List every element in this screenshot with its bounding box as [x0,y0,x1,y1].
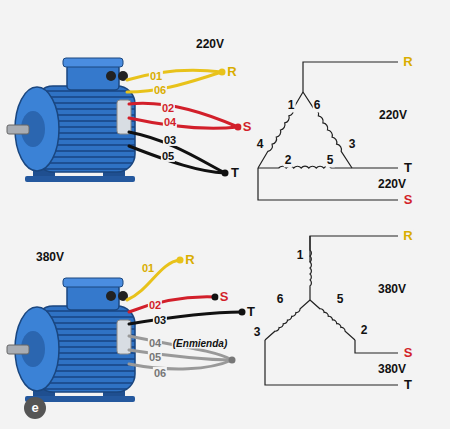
wire-number: 03 [163,134,177,146]
coil-number: 2 [284,154,293,167]
voltage-label: 380V [377,283,407,296]
coil-number: 2 [360,324,369,337]
coil-number: 6 [276,293,285,306]
voltage-label: 220V [378,109,408,122]
phase-label: R [402,229,413,243]
voltage-label: 220V [195,38,225,51]
phase-label: T [246,305,256,319]
phase-label: S [403,346,414,360]
coil-number: 1 [296,249,305,262]
coil-winding [258,92,303,168]
wire-number: 04 [148,337,162,349]
wire-number: 06 [153,367,167,379]
coil-number: 1 [287,99,296,112]
phase-label: S [242,120,253,134]
phase-label: T [403,161,413,175]
coil-winding [258,166,352,168]
phase-label: T [403,378,413,392]
coil-number: 3 [253,326,262,339]
coil-number: 4 [256,138,265,151]
coil-number: 3 [348,138,357,151]
wire-number: 04 [163,116,177,128]
wire-number: 01 [141,262,155,274]
phase-label: T [230,166,240,180]
phase-label: R [184,253,195,267]
voltage-label: 380V [377,363,407,376]
splice-note: (Enmienda) [172,338,228,349]
wire-number: 01 [149,70,163,82]
coil-winding [310,300,355,340]
coil-winding [303,92,352,168]
voltage-label: 220V [377,178,407,191]
coil-number: 5 [336,293,345,306]
wire-number: 06 [153,84,167,96]
wire-number: 02 [161,102,175,114]
coil-winding [265,300,310,340]
wire-number: 05 [161,150,175,162]
wire-number: 02 [148,299,162,311]
phase-label: R [226,65,237,79]
phase-label: R [402,55,413,69]
phase-label: S [219,290,230,304]
avatar-icon: e [30,401,39,415]
wire-number: 05 [148,351,162,363]
coil-number: 5 [326,154,335,167]
voltage-label: 380V [35,251,65,264]
coil-number: 6 [313,99,322,112]
phase-label: S [403,193,414,207]
wire-number: 03 [153,314,167,326]
coil-winding [310,236,311,300]
